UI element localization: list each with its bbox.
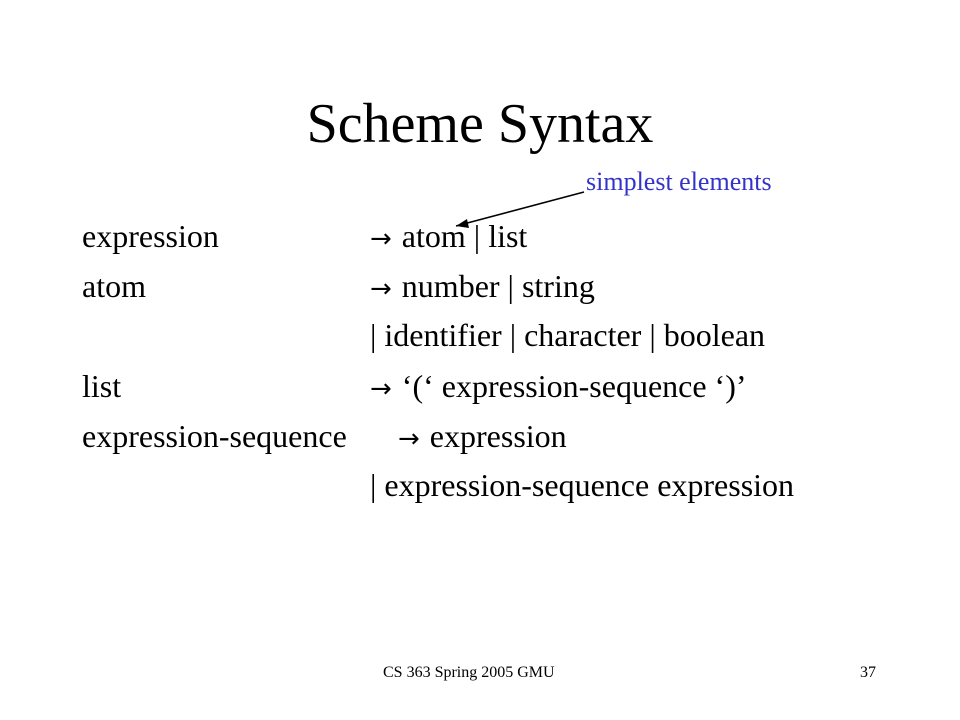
right-arrow-icon: → (370, 374, 392, 404)
rule-rhs-text: | expression-sequence expression (370, 467, 795, 503)
right-arrow-icon: → (370, 274, 392, 304)
right-arrow-icon: → (370, 224, 392, 254)
rule-rhs: → number | string (370, 267, 595, 308)
rule-lhs: expression (82, 218, 219, 254)
footer-page-number: 37 (860, 664, 876, 681)
annotation-simplest-elements: simplest elements (586, 167, 772, 196)
rule-lhs: list (82, 368, 122, 404)
rule-lhs: expression-sequence (82, 418, 347, 454)
right-arrow-icon: → (398, 424, 420, 454)
rule-rhs-text: expression (429, 418, 567, 454)
rule-rhs: → atom | list (370, 217, 527, 258)
footer-course: CS 363 Spring 2005 GMU (383, 664, 555, 681)
rule-rhs-text: atom | list (401, 218, 528, 254)
slide-title: Scheme Syntax (306, 93, 654, 155)
rule-rhs-text: | identifier | character | boolean (370, 317, 766, 353)
rule-lhs: atom (82, 268, 146, 304)
rule-rhs-text: number | string (401, 268, 595, 304)
rule-rhs: → ‘(‘ expression-sequence ‘)’ (370, 367, 747, 408)
rule-rhs: → expression (398, 417, 567, 458)
rule-rhs-text: ‘(‘ expression-sequence ‘)’ (401, 368, 747, 404)
